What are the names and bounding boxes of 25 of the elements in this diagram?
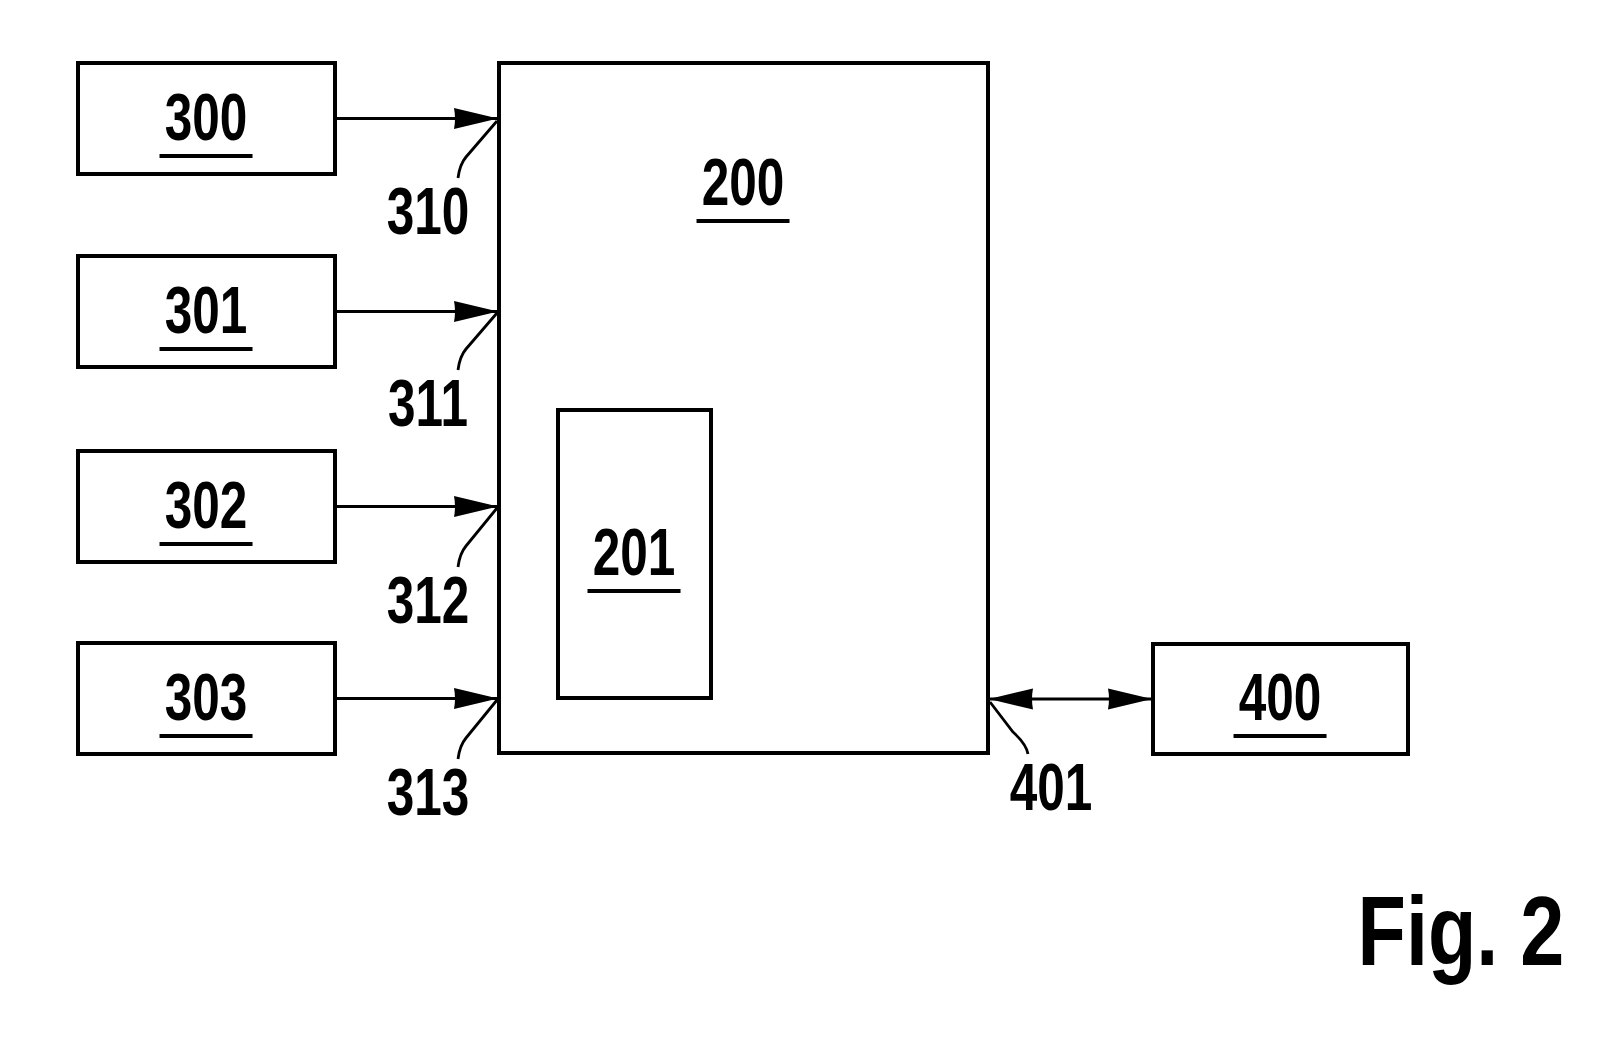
reference-numeral: 311 (388, 370, 468, 436)
component-box (497, 61, 990, 755)
leader-line (456, 312, 499, 371)
reference-numeral: 312 (386, 567, 470, 633)
figure-label: Fig. 2 (1357, 874, 1565, 988)
component-box (76, 449, 337, 564)
reference-numeral: 300 (159, 83, 254, 158)
reference-numeral: 303 (159, 663, 254, 738)
component-box (76, 641, 337, 756)
reference-numeral: 301 (159, 276, 254, 351)
leader-line (456, 699, 499, 760)
component-box (76, 254, 337, 369)
leader-line (988, 701, 1030, 755)
component-box (1151, 642, 1410, 756)
reference-numeral: 400 (1233, 664, 1328, 738)
reference-numeral: 201 (587, 518, 681, 593)
reference-numeral: 401 (1009, 754, 1093, 820)
component-box (76, 61, 337, 176)
component-box (555, 407, 713, 700)
reference-numeral: 313 (386, 759, 470, 825)
reference-numeral: 302 (159, 471, 254, 546)
reference-numeral: 200 (696, 148, 791, 223)
leader-line (456, 507, 499, 568)
reference-numeral: 310 (386, 178, 470, 244)
leader-line (456, 120, 499, 179)
